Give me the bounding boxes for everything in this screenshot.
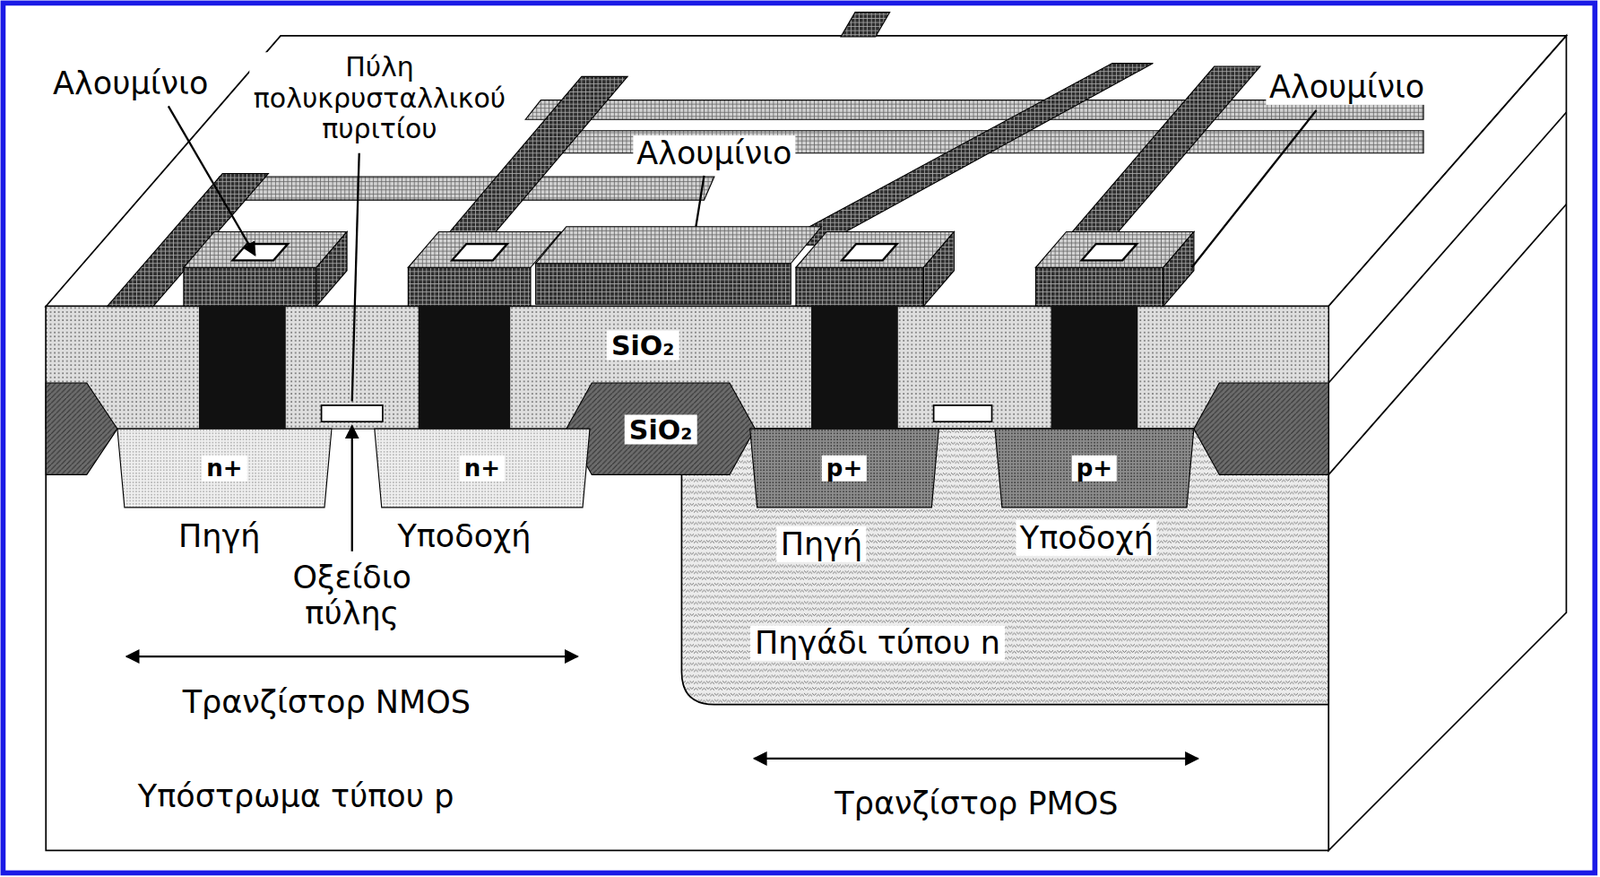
- p-plus-region: p+: [750, 428, 940, 508]
- field-oxide: SiO₂: [587, 385, 736, 473]
- part-label: Αλουμίνιο: [49, 65, 212, 102]
- n-plus-region: n+: [117, 428, 332, 508]
- terminal-label: Πηγή: [777, 526, 866, 563]
- region-label: n+: [459, 455, 505, 482]
- terminal-label: Υποδοχή: [1016, 519, 1158, 556]
- part-label: Αλουμίνιο: [1265, 69, 1428, 105]
- terminal-label: Πηγή: [174, 518, 264, 554]
- region-label: p+: [821, 455, 867, 482]
- region-label: SiO₂: [606, 329, 680, 360]
- oxide-layer: SiO₂: [579, 314, 707, 376]
- terminal-label: Υποδοχή: [393, 518, 535, 554]
- region-label: n+: [201, 455, 247, 482]
- region-label: p+: [1072, 455, 1117, 482]
- part-label: Πύλη πολυκρυσταλλικού πυριτίου: [250, 52, 511, 147]
- p-plus-region: p+: [994, 428, 1194, 508]
- device-label: Τρανζίστορ NMOS: [179, 683, 475, 720]
- device-label: Τρανζίστορ PMOS: [830, 785, 1122, 822]
- region-label: Πηγάδι τύπου n: [750, 625, 1005, 661]
- region-label: Υπόστρωμα τύπου p: [134, 778, 459, 814]
- part-label: Οξείδιο πύλης: [288, 558, 416, 632]
- part-label: Αλουμίνιο: [632, 135, 796, 172]
- n-plus-region: n+: [374, 428, 590, 508]
- region-label: SiO₂: [624, 414, 698, 444]
- n-well: Πηγάδι τύπου n p+ p+: [681, 428, 1329, 704]
